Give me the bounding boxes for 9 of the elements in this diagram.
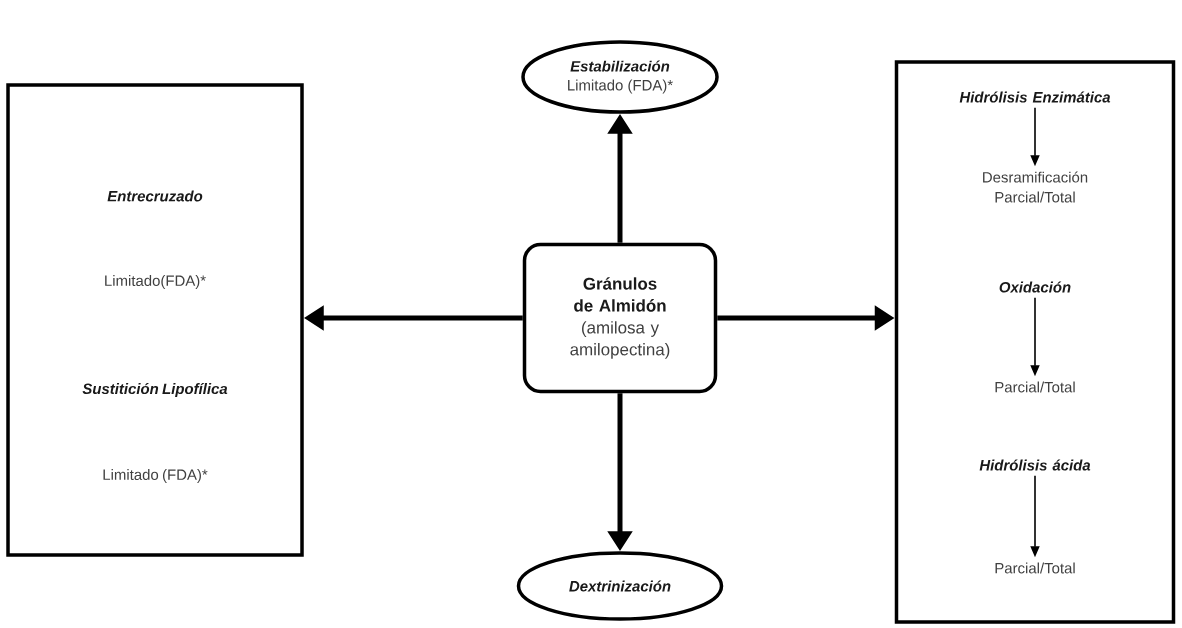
process-box: Gránulos de Almidón (amilosa y amilopectina) — [522, 242, 718, 394]
process-box — [894, 60, 1176, 624]
step-label: Hidrólisis ácida — [979, 459, 1091, 471]
result-label: Parcial/Total — [995, 562, 1075, 574]
result-label: Desramificación Parcial/Total — [983, 171, 1088, 203]
step-label: Oxidación — [999, 281, 1071, 293]
step-label: Hidrólisis Enzimática — [959, 91, 1111, 103]
result-label: Parcial/Total — [995, 381, 1075, 393]
process-box: Entrecruzado Limitado(FDA)* Sustitición Lipofílica Limitado (FDA)* — [6, 83, 304, 557]
